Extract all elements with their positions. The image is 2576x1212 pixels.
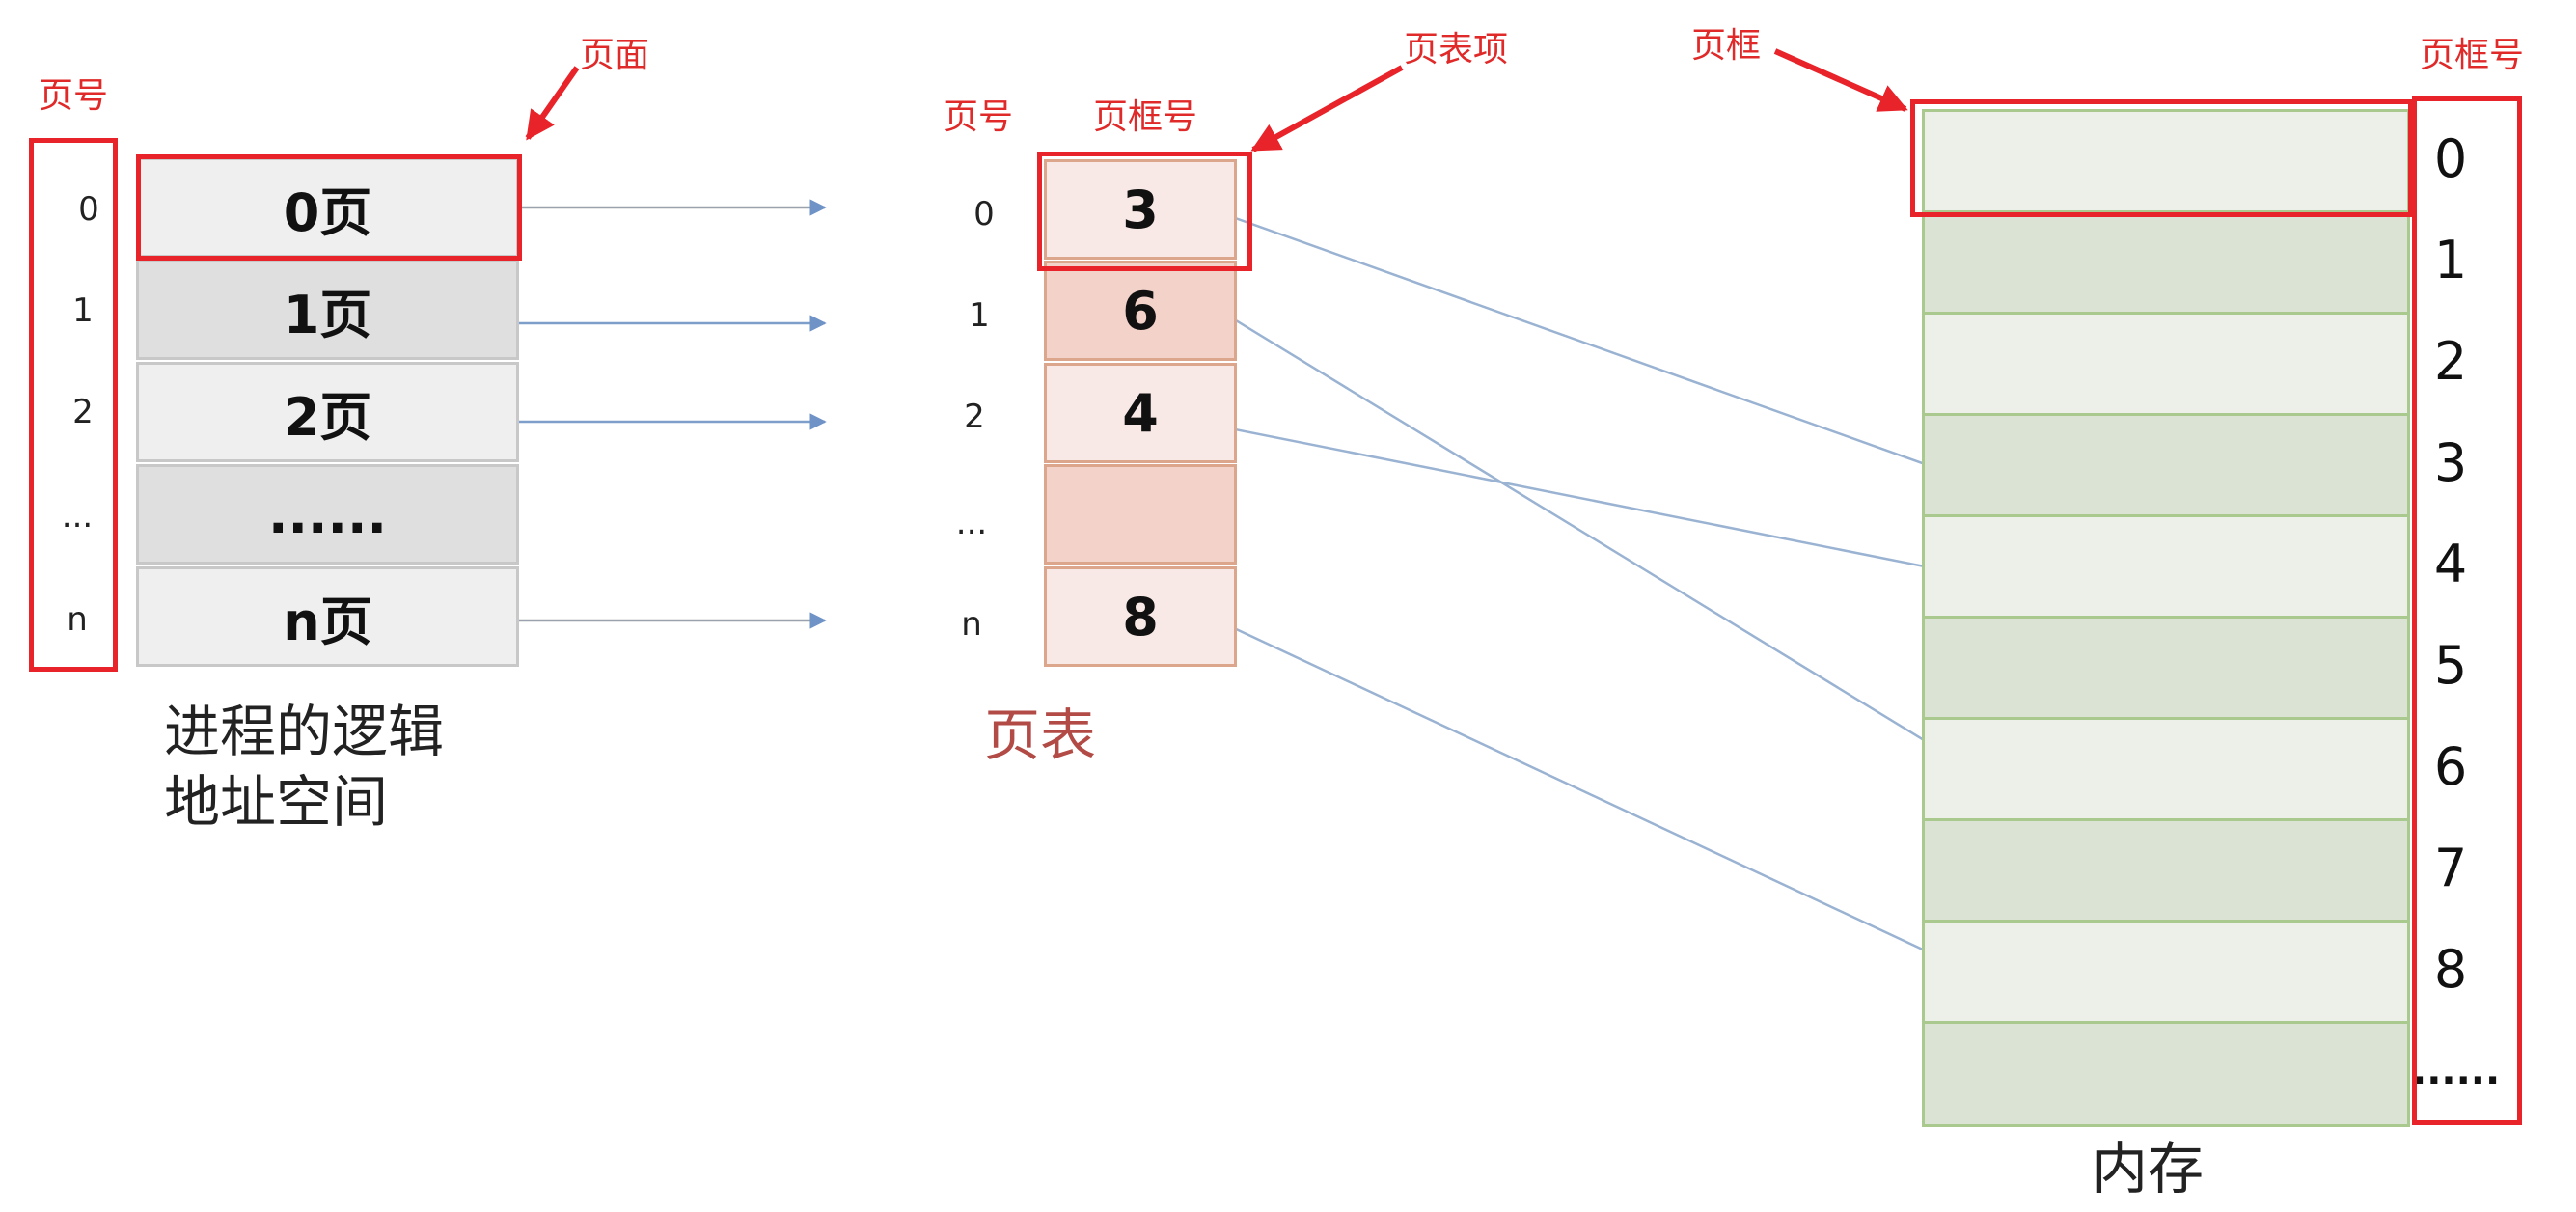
memory-frame (1922, 717, 2410, 823)
logical-caption-line-2: 地址空间 (164, 768, 389, 835)
page-table-index: 2 (964, 398, 985, 436)
page-table-index: n (961, 605, 982, 644)
page-table-index-header: 页号 (944, 97, 1014, 137)
frame-number: 8 (2433, 939, 2468, 1000)
memory-frame (1922, 210, 2410, 317)
logical-index: n (67, 600, 88, 639)
logical-caption-line-1: 进程的逻辑 (164, 699, 445, 764)
page-table-entry: 8 (1044, 566, 1237, 667)
memory-frame (1922, 920, 2410, 1026)
page-table-index: 0 (973, 195, 995, 234)
memory-frame (1922, 616, 2410, 722)
frame-number: ...... (2412, 1049, 2501, 1093)
memory-frame (1922, 1021, 2410, 1127)
page-table-entry: 3 (1044, 159, 1237, 260)
logical-index: 0 (78, 190, 99, 229)
page-table-index: ... (955, 504, 988, 542)
logical-page: ...... (136, 464, 519, 565)
memory-caption: 内存 (2092, 1136, 2205, 1201)
logical-index: 2 (72, 393, 94, 431)
page-table-entry-highlight (1037, 152, 1252, 271)
page-label: 页面 (580, 36, 650, 75)
logical-index-header: 页号 (39, 76, 109, 116)
frame-number: 0 (2433, 128, 2468, 189)
logical-index-highlight (29, 138, 118, 672)
map-entry-0-frame-3 (1213, 208, 1970, 482)
frame-number: 2 (2433, 331, 2468, 392)
memory-frame (1922, 312, 2410, 418)
frame-number: 4 (2433, 534, 2468, 594)
page-table-index: 1 (969, 296, 990, 335)
logical-page: n页 (136, 566, 519, 667)
entry-label-arrow (1250, 65, 1404, 152)
logical-page: 2页 (136, 362, 519, 462)
logical-index: ... (61, 497, 94, 536)
map-entry-n-frame-8 (1217, 619, 1970, 973)
page-label-arrow (525, 66, 580, 141)
logical-index: 1 (72, 291, 94, 330)
frame-number-highlight (2412, 96, 2522, 1125)
frame-number: 5 (2433, 635, 2468, 696)
map-entry-2-frame-4 (1195, 420, 1970, 581)
memory-frame (1922, 514, 2410, 620)
page-table-entry: 6 (1044, 261, 1237, 361)
frame-number: 3 (2433, 432, 2468, 493)
logical-page: 1页 (136, 260, 519, 360)
page-highlight (136, 154, 522, 261)
page-table-entry-label: 页表项 (1404, 30, 1509, 69)
frame-label-arrow (1773, 48, 1908, 112)
page-table-caption: 页表 (984, 702, 1097, 768)
memory-frame (1922, 413, 2410, 519)
page-table-entry: 4 (1044, 363, 1237, 463)
frame-number-header: 页框号 (1093, 97, 1198, 137)
map-entry-1-frame-6 (1213, 305, 1970, 769)
frame-number: 1 (2433, 230, 2468, 290)
logical-space-caption: 进程的逻辑 地址空间 (164, 697, 444, 837)
frame-number: 6 (2433, 736, 2468, 797)
page-table-entry (1044, 464, 1237, 565)
memory-frame (1922, 818, 2410, 924)
frame-number-list-header: 页框号 (2420, 36, 2525, 75)
frame-label: 页框 (1691, 26, 1762, 66)
frame-number: 7 (2433, 838, 2468, 898)
frame-highlight (1910, 99, 2413, 217)
